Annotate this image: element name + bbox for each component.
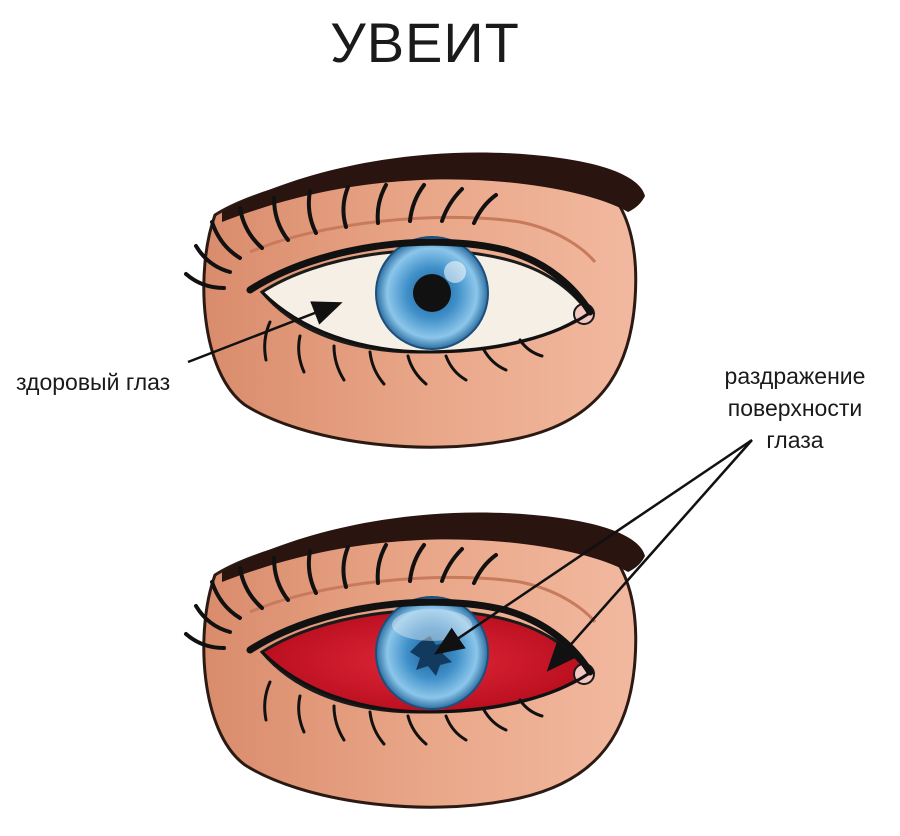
lower-lid-line [260,290,589,354]
healthy-eye-label: здоровый глаз [16,369,171,395]
irritation-label: раздражение поверхности глаза [705,360,885,456]
lower-lid-line [260,650,589,714]
page-title: УВЕИТ [330,11,520,74]
inflamed-eye [184,512,645,809]
irritation-label-line-2: поверхности [727,395,863,421]
lid-crease [249,215,597,263]
irritation-arrow-to-sclera [546,439,753,672]
irritation-label-line-1: раздражение [724,363,866,389]
healthy-eye-arrow [187,301,343,364]
irritation-label-line-3: глаза [766,427,824,453]
upper-lid-line [246,238,594,316]
eyebrow [222,512,645,582]
iris-highlight [444,261,466,283]
eyebrow [222,152,645,222]
lid-crease [249,575,597,623]
pupil [413,274,451,312]
healthy-eye [184,152,645,449]
irritation-arrow-to-iris [433,438,753,655]
